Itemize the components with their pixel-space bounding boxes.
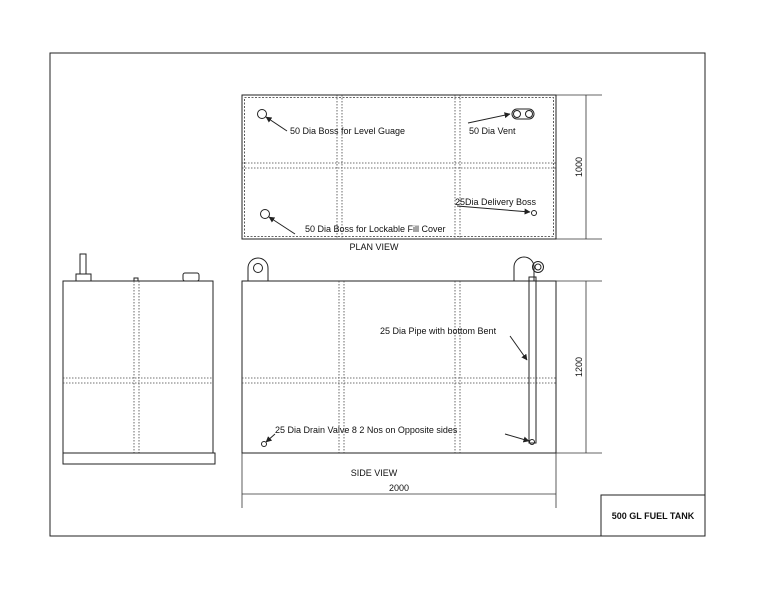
end-view-boss	[182, 272, 200, 282]
drain-leader-right	[504, 433, 530, 443]
end-view-outline	[62, 280, 214, 454]
end-view-base	[62, 452, 216, 465]
level-gauge-label: 50 Dia Boss for Level Guage	[290, 126, 405, 136]
delivery-pipe	[528, 276, 537, 444]
end-view-fitting-nut	[75, 273, 92, 282]
fill-cover-leader	[268, 216, 296, 235]
plan-view-inner-outline	[244, 97, 554, 237]
level-gauge-leader	[265, 116, 288, 132]
lifting-lug-right-icon	[513, 256, 544, 281]
vent-boss-icon	[511, 108, 535, 120]
vent-label: 50 Dia Vent	[469, 126, 516, 136]
plan-view: 50 Dia Boss for Level Guage 50 Dia Vent …	[241, 94, 602, 252]
end-view	[62, 253, 216, 465]
delivery-boss-icon	[531, 210, 537, 216]
side-dim-height-text: 1200	[574, 357, 584, 377]
level-gauge-boss-icon	[257, 109, 267, 119]
drawing-border	[49, 52, 706, 537]
side-view-outline	[241, 280, 557, 454]
length-dim-text: 2000	[389, 483, 409, 493]
end-view-fitting-stem	[79, 253, 87, 275]
side-view-caption: SIDE VIEW	[351, 468, 398, 478]
pipe-label: 25 Dia Pipe with bottom Bent	[380, 326, 497, 336]
vent-leader	[467, 112, 511, 124]
title-block: 500 GL FUEL TANK	[600, 494, 706, 537]
fill-cover-boss-icon	[260, 209, 270, 219]
drain-label: 25 Dia Drain Valve 8 2 Nos on Opposite s…	[275, 425, 458, 435]
side-view: 25 Dia Pipe with bottom Bent 25 Dia Drai…	[241, 256, 602, 508]
pipe-leader	[509, 335, 528, 361]
delivery-label: 25Dia Delivery Boss	[455, 197, 537, 207]
drain-valve-left-icon	[261, 441, 267, 447]
fill-cover-label: 50 Dia Boss for Lockable Fill Cover	[305, 224, 446, 234]
title-block-frame	[600, 494, 706, 537]
plan-view-outline	[241, 94, 557, 240]
title-block-text: 500 GL FUEL TANK	[612, 511, 695, 521]
drain-valve-right-icon	[529, 439, 535, 445]
delivery-leader	[456, 205, 531, 215]
plan-view-caption: PLAN VIEW	[349, 242, 399, 252]
drain-leader-left	[265, 433, 276, 443]
plan-dim-text: 1000	[574, 157, 584, 177]
lifting-lug-left-icon	[247, 257, 269, 281]
